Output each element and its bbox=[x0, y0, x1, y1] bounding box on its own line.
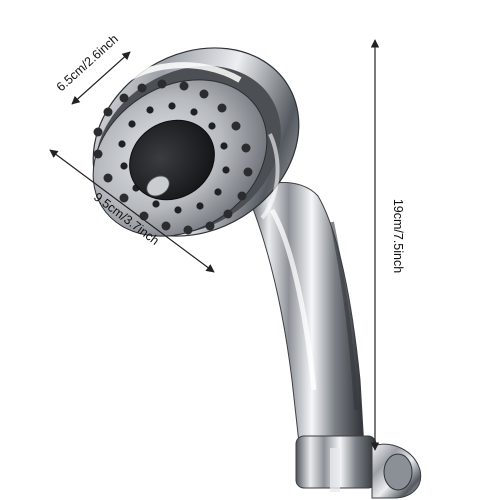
dimension-total-length: 19cm/7.5inch bbox=[370, 39, 405, 451]
swivel-bracket bbox=[295, 435, 422, 499]
dimension-head-diameter: 6.5cm/2.6inch bbox=[54, 32, 131, 105]
shower-handle bbox=[247, 182, 365, 459]
dimension-label-head-diameter: 6.5cm/2.6inch bbox=[54, 32, 121, 95]
dimension-label-total-length: 19cm/7.5inch bbox=[391, 199, 405, 273]
